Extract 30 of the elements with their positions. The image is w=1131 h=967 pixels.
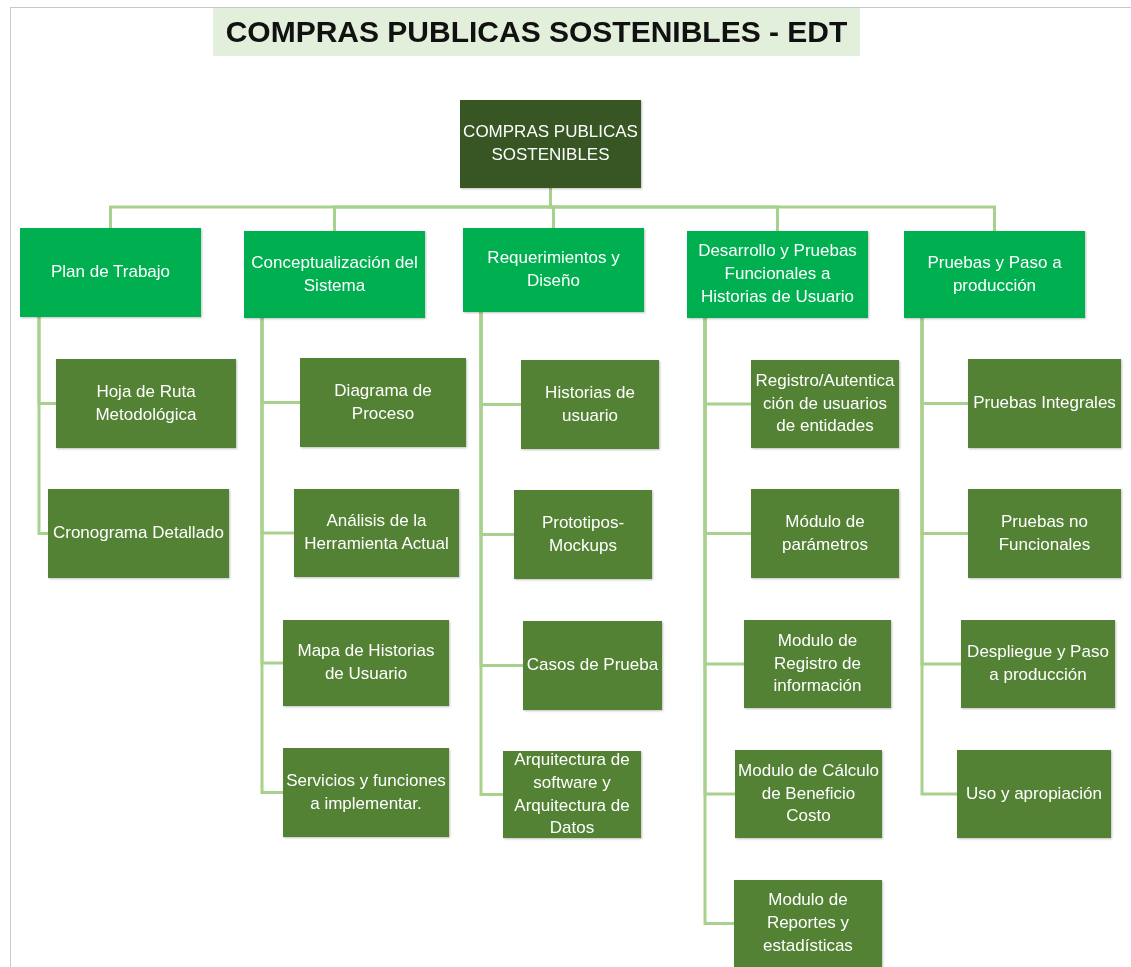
diagram-title: COMPRAS PUBLICAS SOSTENIBLES - EDT xyxy=(213,8,860,56)
task-box: Cronograma Detallado xyxy=(48,489,229,578)
task-box: Historias de usuario xyxy=(521,360,659,449)
connector-line xyxy=(920,318,957,796)
task-box: Casos de Prueba xyxy=(523,621,662,710)
task-box: Mapa de Historias de Usuario xyxy=(283,620,449,706)
connector-line xyxy=(37,317,48,535)
task-box: Hoja de Ruta Metodológica xyxy=(56,359,236,448)
task-box: Modulo de Reportes y estadísticas xyxy=(734,880,882,967)
root-box: COMPRAS PUBLICAS SOSTENIBLES xyxy=(460,100,641,188)
task-box: Diagrama de Proceso xyxy=(300,358,466,447)
task-box: Modulo de Cálculo de Beneficio Costo xyxy=(735,750,882,838)
task-box: Modulo de Registro de información xyxy=(744,620,891,708)
task-box: Registro/Autenticación de usuarios de entidades xyxy=(751,360,899,448)
task-box: Pruebas no Funcionales xyxy=(968,489,1121,578)
phase-box: Plan de Trabajo xyxy=(20,228,201,317)
phase-box: Desarrollo y Pruebas Funcionales a Historias de Usuario xyxy=(687,231,868,318)
task-box: Arquitectura de software y Arquitectura de Datos xyxy=(503,751,641,838)
connector-line xyxy=(260,318,283,794)
connector-line xyxy=(479,312,503,796)
task-box: Despliegue y Paso a producción xyxy=(961,620,1115,708)
task-box: Análisis de la Herramienta Actual xyxy=(294,489,459,577)
phase-box: Pruebas y Paso a producción xyxy=(904,231,1085,318)
task-box: Servicios y funciones a implementar. xyxy=(283,748,449,837)
task-box: Uso y apropiación xyxy=(957,750,1111,838)
task-box: Prototipos-Mockups xyxy=(514,490,652,579)
task-box: Pruebas Integrales xyxy=(968,359,1121,448)
phase-box: Conceptualización del Sistema xyxy=(244,231,425,318)
task-box: Módulo de parámetros xyxy=(751,489,899,578)
phase-box: Requerimientos y Diseño xyxy=(463,228,644,312)
